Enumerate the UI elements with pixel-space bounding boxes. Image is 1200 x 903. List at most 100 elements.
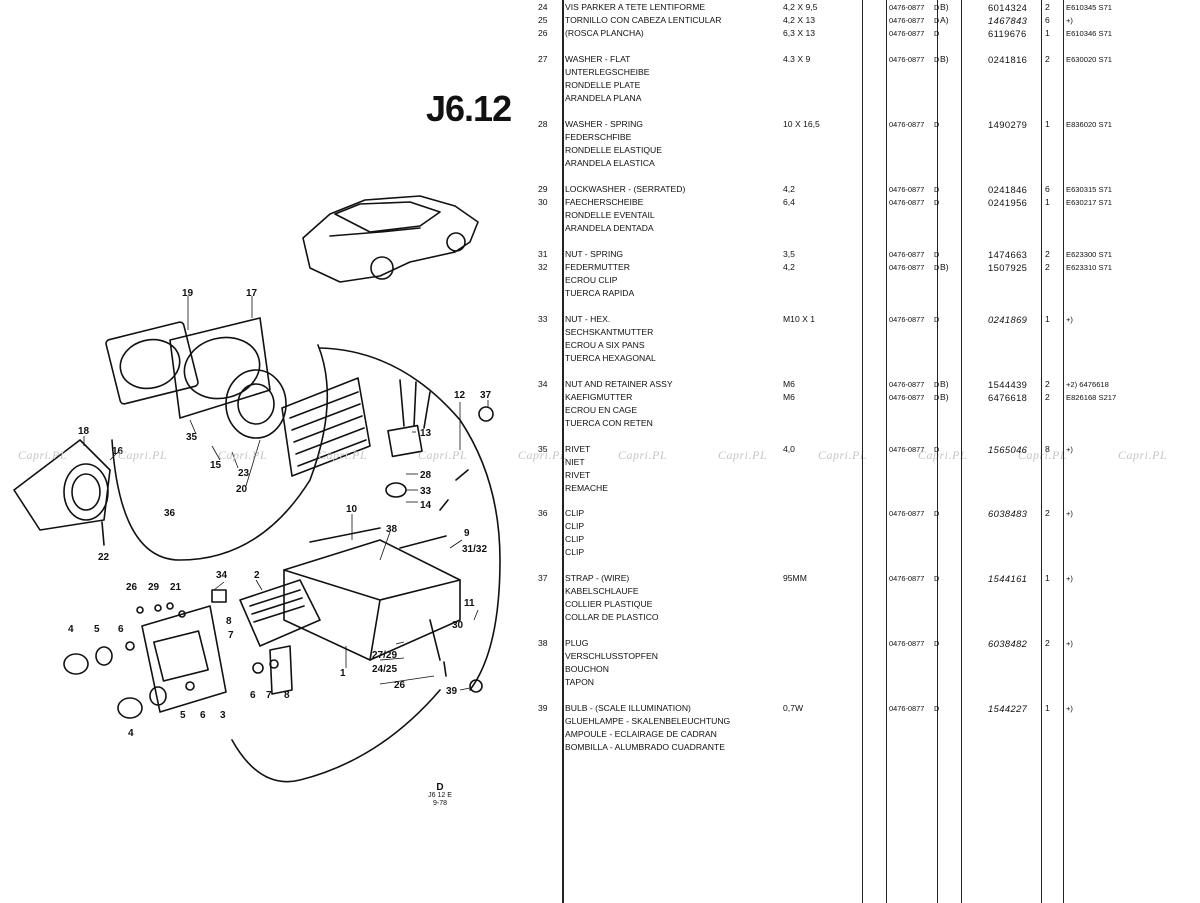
size: 4,2 [783, 262, 795, 272]
footer-code: D [436, 782, 444, 793]
description: NUT AND RETAINER ASSY [565, 379, 673, 389]
figure-ref: 0476-0877 [889, 55, 925, 64]
column-rule [562, 0, 564, 903]
figure-ref: 0476-0877 [889, 704, 925, 713]
table-row: 36 CLIP 0476-0877 D 6038483 2 +) [0, 507, 1200, 520]
ref-no: 25 [538, 15, 548, 25]
table-row: RONDELLE EVENTAIL [0, 209, 1200, 222]
table-row: ECROU EN CAGE [0, 404, 1200, 417]
part-number: 1490279 [988, 119, 1028, 130]
ref-no: 37 [538, 573, 548, 583]
part-number: 1507925 [988, 262, 1028, 273]
callout-18: 18 [78, 426, 90, 437]
size: 4,2 X 9,5 [783, 2, 818, 12]
page-title: J6.12 [426, 88, 512, 129]
part-number: 6476618 [988, 392, 1028, 403]
table-row: 30 FAECHERSCHEIBE 6,4 0476-0877 D 024195… [0, 196, 1200, 209]
description: VERSCHLUSSTOPFEN [565, 651, 658, 661]
description: WASHER - SPRING [565, 119, 643, 129]
description: ECROU A SIX PANS [565, 340, 645, 350]
parts-entry-27: 27 WASHER - FLAT 4.3 X 9 0476-0877 D B) … [0, 53, 1200, 105]
table-row: 25 TORNILLO CON CABEZA LENTICULAR 4,2 X … [0, 14, 1200, 27]
quantity: 2 [1045, 508, 1050, 518]
callout-7b: 7 [266, 690, 272, 701]
callout-27-29: 27/29 [372, 650, 397, 661]
quantity: 2 [1045, 2, 1050, 12]
table-row: 39 BULB - (SCALE ILLUMINATION) 0,7W 0476… [0, 702, 1200, 715]
description: ARANDELA ELASTICA [565, 158, 655, 168]
figure-ref: 0476-0877 [889, 29, 925, 38]
callout-9: 9 [464, 528, 470, 539]
ref-no: 27 [538, 54, 548, 64]
remark: E630217 S71 [1066, 198, 1113, 207]
description: RIVET [565, 444, 591, 454]
figure-flag: D [934, 198, 940, 207]
table-row: 26 (ROSCA PLANCHA) 6,3 X 13 0476-0877 D … [0, 27, 1200, 40]
table-row: ARANDELA ELASTICA [0, 157, 1200, 170]
figure-ref: 0476-0877 [889, 639, 925, 648]
ref-no: 24 [538, 2, 548, 12]
table-row: BOMBILLA - ALUMBRADO CUADRANTE [0, 741, 1200, 754]
parts-entry-33: 33 NUT - HEX. M10 X 1 0476-0877 D 024186… [0, 313, 1200, 365]
ref-no: 28 [538, 119, 548, 129]
description: VIS PARKER A TETE LENTIFORME [565, 2, 706, 12]
callout-21: 21 [170, 582, 182, 593]
column-rule [886, 0, 887, 903]
watermark: Capri.PL [818, 448, 868, 462]
description: NUT - SPRING [565, 249, 624, 259]
table-row: CLIP [0, 533, 1200, 546]
parts-entry-28: 28 WASHER - SPRING 10 X 16,5 0476-0877 D… [0, 118, 1200, 170]
figure-ref: 0476-0877 [889, 263, 925, 272]
description: AMPOULE - ECLAIRAGE DE CADRAN [565, 729, 717, 739]
column-rule [961, 0, 962, 903]
description: BOUCHON [565, 664, 609, 674]
remark: E610346 S71 [1066, 29, 1113, 38]
remark: E630020 S71 [1066, 55, 1113, 64]
figure-ref: 0476-0877 [889, 3, 925, 12]
figure-ref: 0476-0877 [889, 445, 925, 454]
callout-30: 30 [452, 620, 464, 631]
remark: +2) 6476618 [1066, 380, 1109, 389]
description: FEDERMUTTER [565, 262, 630, 272]
callout-24-25: 24/25 [372, 664, 397, 675]
table-row: NIET [0, 456, 1200, 469]
table-row: 27 WASHER - FLAT 4.3 X 9 0476-0877 D B) … [0, 53, 1200, 66]
callout-19: 19 [182, 288, 194, 299]
callout-22: 22 [98, 552, 110, 563]
callout-39: 39 [446, 686, 458, 697]
description: WASHER - FLAT [565, 54, 631, 64]
table-row: 24 VIS PARKER A TETE LENTIFORME 4,2 X 9,… [0, 1, 1200, 14]
callout-4b: 4 [128, 728, 134, 739]
table-row: RONDELLE ELASTIQUE [0, 144, 1200, 157]
watermark: Capri.PL [918, 448, 968, 462]
table-row: REMACHE [0, 482, 1200, 495]
table-row: FEDERSCHFIBE [0, 131, 1200, 144]
remark: +) [1066, 315, 1073, 324]
callout-31-32: 31/32 [462, 544, 487, 555]
watermark: Capri.PL [318, 448, 368, 462]
description: PLUG [565, 638, 589, 648]
callout-7: 7 [228, 630, 234, 641]
callout-23: 23 [238, 468, 250, 479]
table-row: TUERCA CON RETEN [0, 417, 1200, 430]
ref-no: 38 [538, 638, 548, 648]
ref-no: 30 [538, 197, 548, 207]
figure-flag: D [934, 445, 940, 454]
description: NIET [565, 457, 585, 467]
table-row: GLUEHLAMPE - SKALENBELEUCHTUNG [0, 715, 1200, 728]
description: TUERCA HEXAGONAL [565, 353, 656, 363]
callout-12: 12 [454, 390, 466, 401]
figure-flag: D [934, 120, 940, 129]
size: 4.3 X 9 [783, 54, 811, 64]
model-code: B) [940, 379, 949, 389]
figure-flag: D [934, 509, 940, 518]
table-row: VERSCHLUSSTOPFEN [0, 650, 1200, 663]
figure-flag: D [934, 380, 940, 389]
model-code: A) [940, 15, 949, 25]
callout-11: 11 [464, 598, 475, 609]
figure-ref: 0476-0877 [889, 315, 925, 324]
description: CLIP [565, 534, 585, 544]
ref-no: 35 [538, 444, 548, 454]
table-row: ECROU A SIX PANS [0, 339, 1200, 352]
table-row: 35 RIVET 4,0 0476-0877 D 1565046 8 +) [0, 443, 1200, 456]
